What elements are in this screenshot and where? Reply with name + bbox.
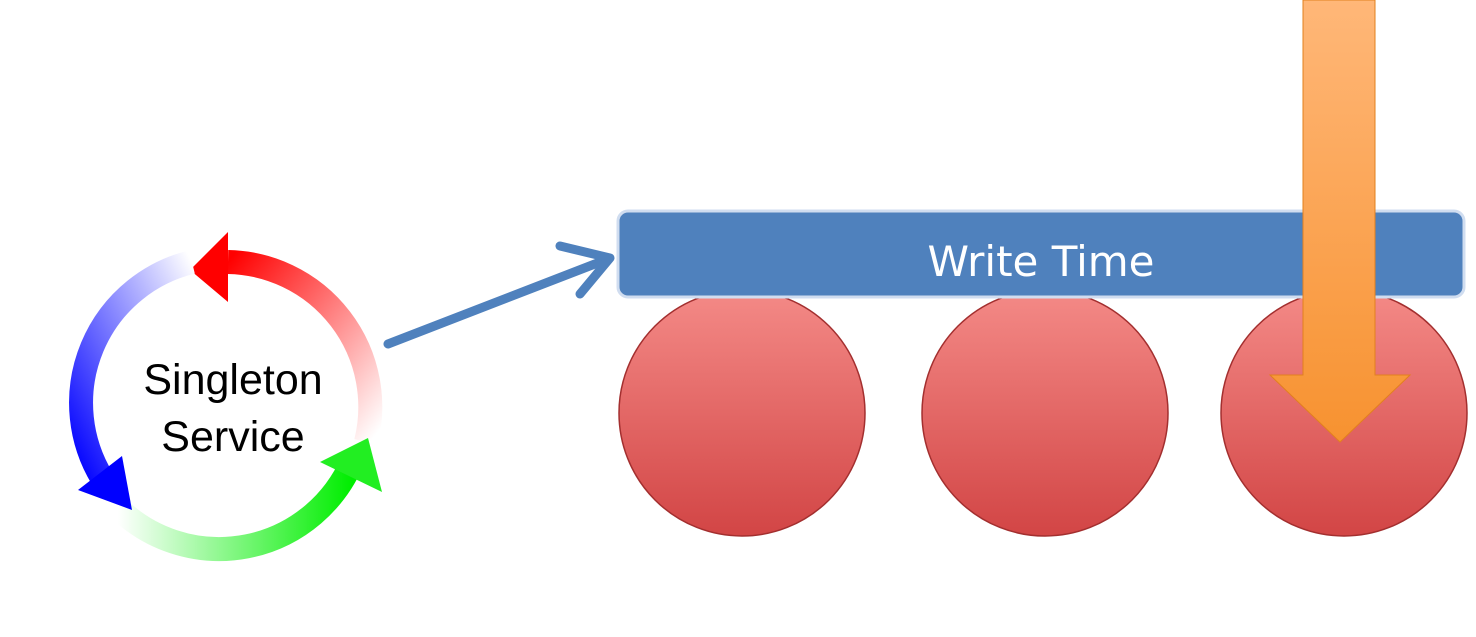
- cycle-arrows-icon: [69, 232, 383, 562]
- write-time-label: Write Time: [927, 237, 1155, 286]
- singleton-service-label: Singleton Service: [88, 352, 378, 466]
- singleton-label-line1: Singleton: [143, 356, 323, 404]
- node-circle-1: [618, 289, 866, 537]
- connector-arrow: [383, 241, 615, 349]
- node-circle-2: [921, 289, 1169, 537]
- write-time-bar: [616, 209, 1466, 299]
- singleton-label-line2: Service: [161, 413, 305, 461]
- down-arrow-icon: [1268, 0, 1412, 443]
